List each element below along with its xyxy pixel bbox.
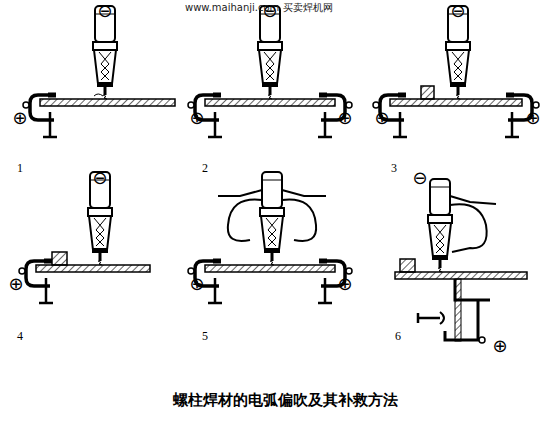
caption: 螺柱焊材的电弧偏吹及其补救方法 bbox=[173, 393, 398, 408]
ground-clamp bbox=[373, 95, 407, 137]
workpiece bbox=[205, 265, 335, 272]
ground-clamp bbox=[19, 261, 53, 303]
polarity-sign: ⊕ bbox=[525, 109, 540, 127]
cable bbox=[228, 200, 262, 241]
stud-gun bbox=[260, 172, 284, 265]
cable bbox=[450, 196, 496, 204]
workpiece bbox=[395, 272, 527, 279]
support bbox=[455, 279, 461, 341]
polarity-sign: ⊕ bbox=[337, 109, 352, 127]
panel-number: 1 bbox=[17, 162, 23, 174]
polarity-sign: ⊕ bbox=[492, 337, 507, 355]
polarity-sign: ⊕ bbox=[189, 109, 204, 127]
panel-number: 5 bbox=[202, 330, 208, 342]
stud-gun bbox=[428, 179, 452, 272]
steel-block bbox=[400, 259, 415, 272]
cable bbox=[218, 190, 326, 196]
steel-block bbox=[421, 86, 434, 99]
clamp-screw bbox=[418, 313, 440, 323]
polarity-sign: ⊖ bbox=[262, 2, 277, 20]
panel-number: 4 bbox=[17, 330, 23, 342]
steel-block bbox=[52, 252, 67, 265]
workpiece bbox=[390, 99, 522, 106]
ground-clamp bbox=[23, 95, 57, 137]
ground-clamp bbox=[188, 95, 222, 137]
polarity-sign: ⊖ bbox=[92, 169, 107, 187]
panel-number: 6 bbox=[395, 330, 401, 342]
terminal bbox=[479, 337, 485, 343]
workpiece bbox=[40, 99, 175, 106]
polarity-sign: ⊕ bbox=[337, 275, 352, 293]
cable bbox=[450, 204, 487, 252]
polarity-sign: ⊕ bbox=[12, 109, 27, 127]
polarity-sign: ⊖ bbox=[450, 2, 465, 20]
polarity-sign: ⊕ bbox=[374, 109, 389, 127]
panel-number: 3 bbox=[391, 162, 397, 174]
ground-clamp bbox=[318, 95, 352, 137]
workpiece bbox=[36, 265, 150, 272]
polarity-sign: ⊖ bbox=[412, 169, 427, 187]
polarity-sign: ⊕ bbox=[8, 275, 23, 293]
support bbox=[445, 279, 490, 340]
ground-clamp bbox=[318, 261, 352, 303]
ground-clamp bbox=[188, 261, 222, 303]
cable bbox=[282, 200, 316, 241]
polarity-sign: ⊖ bbox=[97, 2, 112, 20]
polarity-sign: ⊕ bbox=[189, 275, 204, 293]
watermark: www.maihanji.com 买卖焊机网 bbox=[185, 3, 333, 13]
workpiece bbox=[205, 99, 335, 106]
panel-number: 2 bbox=[202, 162, 208, 174]
